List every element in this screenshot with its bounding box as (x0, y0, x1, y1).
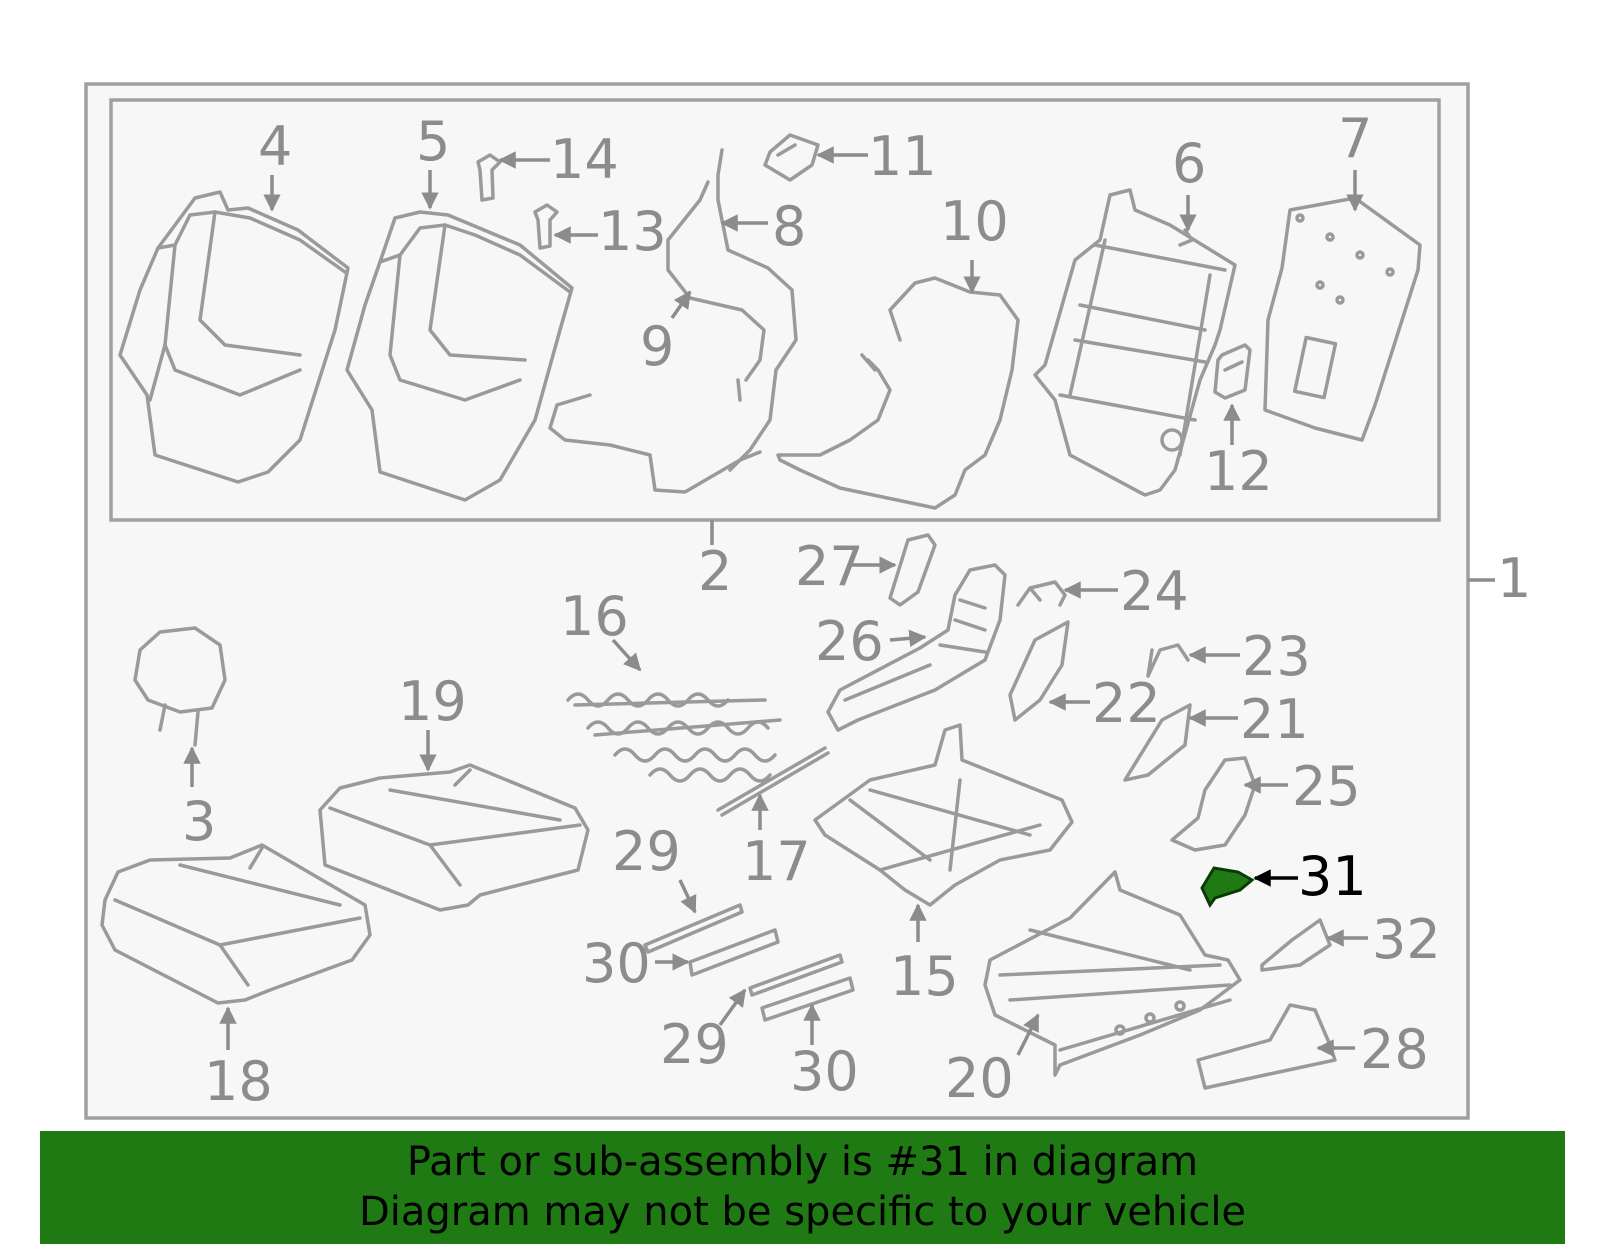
part-26-side-cover[interactable] (826, 563, 1007, 732)
part-4-seatback-cover[interactable] (118, 190, 350, 484)
callout-16: 16 (560, 585, 629, 648)
callout-1: 1 (1497, 547, 1531, 610)
part-30b-trim[interactable] (760, 976, 855, 1022)
part-7-back-board[interactable] (1263, 196, 1422, 442)
callout-23: 23 (1242, 625, 1311, 688)
callout-10: 10 (940, 190, 1009, 253)
callout-28: 28 (1360, 1018, 1429, 1081)
part-14-clip[interactable] (476, 153, 502, 202)
callout-12: 12 (1204, 440, 1273, 503)
callout-6: 6 (1172, 132, 1206, 195)
part-11-bezel[interactable] (763, 133, 820, 182)
callout-22: 22 (1092, 672, 1161, 735)
callout-31: 31 (1298, 845, 1367, 908)
part-29b-trim[interactable] (748, 953, 844, 997)
part-21-bracket[interactable] (1123, 703, 1192, 782)
part-29a-trim[interactable] (643, 903, 744, 954)
part-25-cover[interactable] (1170, 756, 1257, 852)
callout-4: 4 (258, 115, 292, 178)
part-15-cushion-frame[interactable] (813, 723, 1074, 907)
part-13-clip[interactable] (533, 203, 559, 250)
callout-15: 15 (890, 945, 959, 1008)
footer-disclaimer: Diagram may not be specific to your vehi… (358, 1189, 1247, 1235)
callout-17: 17 (742, 830, 811, 893)
part-23-bracket[interactable] (1146, 643, 1190, 678)
part-6-seatback-frame[interactable] (1033, 188, 1237, 497)
part-10-harness[interactable] (776, 276, 1020, 510)
callout-2: 2 (698, 540, 732, 603)
callout-26: 26 (815, 610, 884, 673)
callout-24: 24 (1120, 560, 1189, 623)
callout-8: 8 (772, 195, 806, 258)
callout-arrows (183, 146, 1368, 1057)
footer-part-note: Part or sub-assembly is #31 in diagram (406, 1139, 1199, 1185)
part-8-cable[interactable] (716, 148, 798, 472)
callout-30b: 30 (790, 1040, 859, 1103)
part-5-seatback-pad[interactable] (345, 210, 574, 502)
callout-7: 7 (1338, 107, 1372, 170)
part-22-bracket[interactable] (1008, 620, 1070, 722)
callout-29a: 29 (612, 820, 681, 883)
callout-9: 9 (640, 315, 674, 378)
callout-3: 3 (182, 790, 216, 853)
callout-14: 14 (550, 128, 619, 191)
callout-32: 32 (1372, 908, 1441, 971)
part-27-cover[interactable] (888, 533, 937, 607)
part-18-cushion-cover[interactable] (100, 843, 372, 1005)
callout-30a: 30 (582, 932, 651, 995)
callout-11: 11 (868, 125, 937, 188)
part-16-springs[interactable] (566, 692, 782, 783)
part-31-highlighted[interactable] (1200, 866, 1255, 908)
callout-19: 19 (398, 670, 467, 733)
callout-27: 27 (795, 535, 864, 598)
part-30a-trim[interactable] (688, 928, 780, 977)
callout-21: 21 (1240, 688, 1309, 751)
part-17-wire[interactable] (716, 746, 830, 817)
footer-banner: Part or sub-assembly is #31 in diagram D… (40, 1131, 1565, 1244)
callout-25: 25 (1292, 755, 1361, 818)
callout-5: 5 (416, 110, 450, 173)
callout-13: 13 (598, 200, 667, 263)
part-19-cushion-pad[interactable] (318, 763, 590, 912)
part-12-bracket[interactable] (1213, 343, 1252, 400)
callout-18: 18 (204, 1050, 273, 1113)
callout-20: 20 (945, 1047, 1014, 1110)
part-3-headrest[interactable] (133, 626, 227, 747)
callout-29b: 29 (660, 1013, 729, 1076)
